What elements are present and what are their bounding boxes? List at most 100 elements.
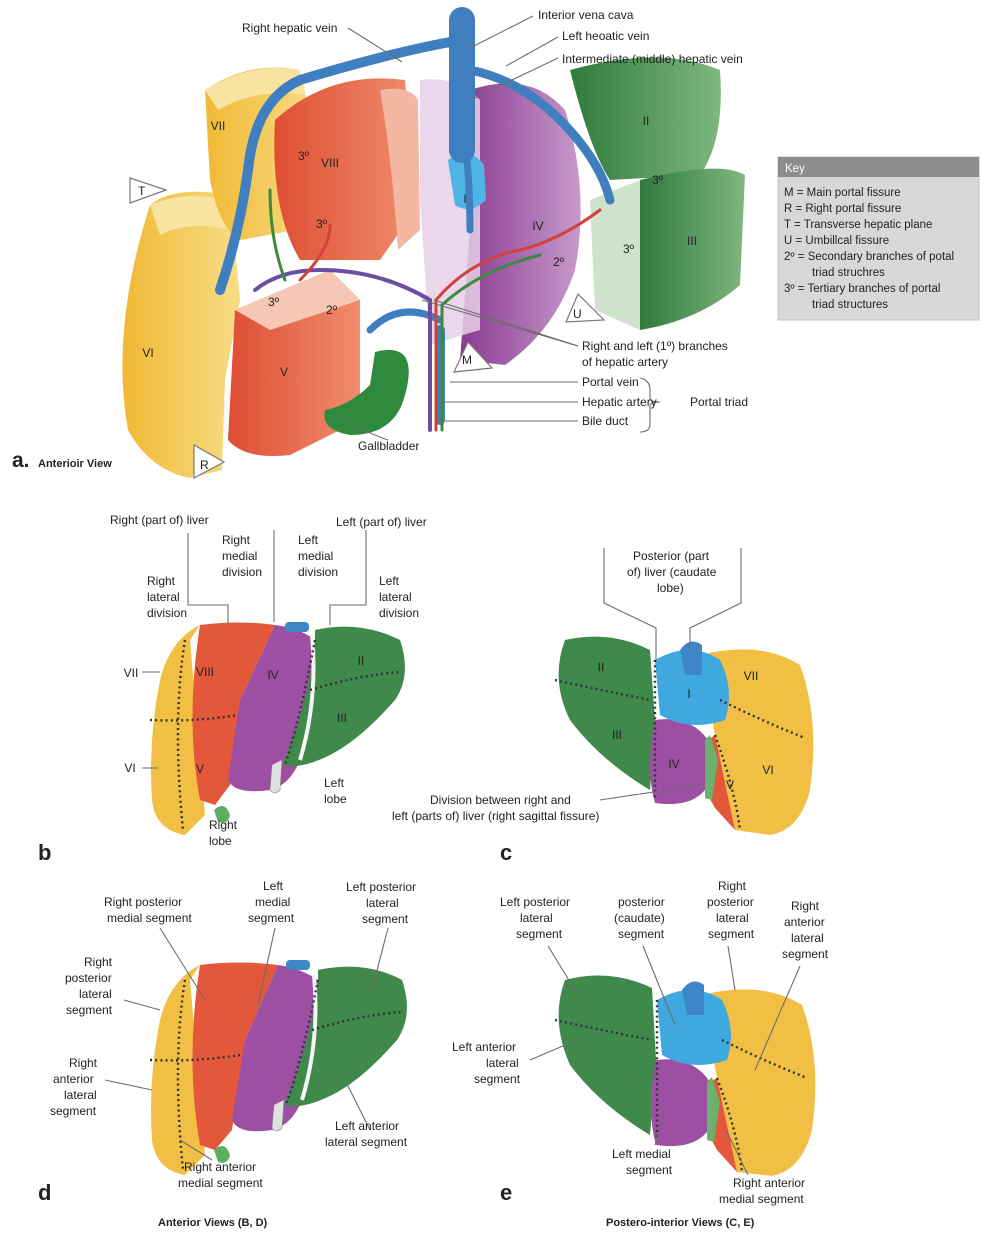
- label-bile-duct: Bile duct: [582, 414, 629, 428]
- b-seg-v: V: [196, 762, 204, 776]
- e-rams-2: medial segment: [719, 1192, 804, 1206]
- key-title: Key: [785, 163, 805, 175]
- e-pcs-3: segment: [618, 927, 665, 941]
- c-posterior-2: of) liver (caudate: [627, 565, 717, 579]
- key-line-5: 2º = Secondary branches of potal: [784, 251, 954, 263]
- a-mark-3-iii: 3º: [623, 242, 635, 256]
- d-rals-1: Right: [69, 1056, 98, 1070]
- e-lals-1: Left anterior: [452, 1040, 516, 1054]
- c-posterior-3: lobe): [657, 581, 684, 595]
- b-left-lateral-2: lateral: [379, 590, 412, 604]
- label-hepatic-artery: Hepatic artery: [582, 395, 657, 409]
- d-rals-2: anterior: [53, 1072, 94, 1086]
- d-rpms-1: Right posterior: [104, 895, 182, 909]
- b-left-medial-3: division: [298, 565, 338, 579]
- b-right-medial-3: division: [222, 565, 262, 579]
- a-seg-i: I: [463, 192, 466, 206]
- e-pcs-2: (caudate): [614, 911, 665, 925]
- d-lals-1: Left anterior: [335, 1119, 399, 1133]
- segment-vi-block: [122, 192, 240, 478]
- b-left-lateral-1: Left: [379, 574, 400, 588]
- e-lpls-1: Left posterior: [500, 895, 570, 909]
- panel-c: II III I VII IV VI V Posterior (part of)…: [392, 548, 813, 865]
- marker-r-label: R: [200, 458, 209, 472]
- d-rals-4: segment: [50, 1104, 97, 1118]
- c-posterior-1: Posterior (part: [633, 549, 710, 563]
- label-artery-branches-2: of hepatic artery: [582, 355, 668, 369]
- d-lpls-1: Left posterior: [346, 880, 416, 894]
- b-left-lobe-2: lobe: [324, 792, 347, 806]
- c-seg-vi: VI: [762, 763, 773, 777]
- d-lpls-2: lateral: [366, 896, 399, 910]
- c-seg-iii: III: [612, 728, 622, 742]
- panel-a: VII VIII I IV II III VI V 3º 3º 3º 2º 2º…: [12, 8, 748, 478]
- e-pcs-1: posterior: [618, 895, 665, 909]
- b-seg-vii: VII: [124, 666, 139, 680]
- a-mark-2-iv: 2º: [553, 255, 565, 269]
- d-rpls-2: posterior: [65, 971, 112, 985]
- b-left-medial-1: Left: [298, 533, 319, 547]
- e-rpls-1: Right: [718, 879, 747, 893]
- d-lals-2: lateral segment: [325, 1135, 408, 1149]
- b-seg-iii: III: [337, 711, 347, 725]
- b-right-lobe-2: lobe: [209, 834, 232, 848]
- d-rams-2: medial segment: [178, 1176, 263, 1190]
- c-division-2: left (parts of) liver (right sagittal fi…: [392, 809, 599, 823]
- panel-e-letter: e: [500, 1180, 512, 1205]
- c-seg-vii: VII: [744, 669, 759, 683]
- b-right-liver: Right (part of) liver: [110, 513, 209, 527]
- e-rpls-2: posterior: [707, 895, 754, 909]
- label-left-hepatic-vein: Left heoatic vein: [562, 29, 649, 43]
- key-line-8: triad structures: [812, 299, 888, 311]
- d-lms-1: Left: [263, 879, 284, 893]
- d-lpls-3: segment: [362, 912, 409, 926]
- e-lms-2: segment: [626, 1163, 673, 1177]
- key-line-6: triad struchres: [812, 267, 885, 279]
- label-inferior-vena-cava: Interior vena cava: [538, 8, 634, 22]
- e-lpls-3: segment: [516, 927, 563, 941]
- key-box: Key M = Main portal fissure R = Right po…: [778, 157, 979, 320]
- b-left-medial-2: medial: [298, 549, 333, 563]
- d-rpls-4: segment: [66, 1003, 113, 1017]
- a-mark-3-ii: 3º: [652, 173, 664, 187]
- label-portal-triad: Portal triad: [690, 395, 748, 409]
- c-seg-ii: II: [598, 660, 605, 674]
- b-right-lateral-2: lateral: [147, 590, 180, 604]
- c-seg-iv: IV: [668, 757, 679, 771]
- d-lms-2: medial: [255, 895, 290, 909]
- a-seg-vi: VI: [142, 346, 153, 360]
- panel-b-letter: b: [38, 840, 51, 865]
- caption-postero-views: Postero-interior Views (C, E): [606, 1217, 755, 1229]
- e-rals-3: lateral: [791, 931, 824, 945]
- b-left-liver: Left (part of) liver: [336, 515, 427, 529]
- a-mark-3-low: 3º: [268, 295, 280, 309]
- panel-d: Right posterior medial segment Left medi…: [38, 879, 416, 1205]
- d-rpls-3: lateral: [79, 987, 112, 1001]
- label-right-hepatic-vein: Right hepatic vein: [242, 21, 337, 35]
- e-green: [559, 976, 656, 1136]
- d-rals-3: lateral: [64, 1088, 97, 1102]
- a-seg-iv: IV: [532, 219, 543, 233]
- e-rals-4: segment: [782, 947, 829, 961]
- marker-u-label: U: [573, 307, 582, 321]
- key-line-7: 3º = Tertiary branches of portal: [784, 283, 940, 295]
- label-portal-vein: Portal vein: [582, 375, 639, 389]
- marker-t-label: T: [138, 184, 146, 198]
- e-rams-1: Right anterior: [733, 1176, 805, 1190]
- c-green: [559, 637, 655, 790]
- c-seg-v: V: [726, 778, 734, 792]
- label-middle-hepatic-vein: Intermediate (middle) hepatic vein: [562, 52, 743, 66]
- b-seg-ii: II: [358, 654, 365, 668]
- panel-d-letter: d: [38, 1180, 51, 1205]
- a-mark-2-low: 2º: [326, 303, 338, 317]
- e-rals-1: Right: [791, 899, 820, 913]
- c-seg-i: I: [687, 687, 690, 701]
- d-lms-3: segment: [248, 911, 295, 925]
- panel-c-letter: c: [500, 840, 512, 865]
- b-seg-vi: VI: [124, 761, 135, 775]
- b-seg-viii: VIII: [196, 665, 214, 679]
- panel-a-caption: Anterioir View: [38, 458, 112, 470]
- b-right-medial-1: Right: [222, 533, 251, 547]
- key-line-2: R = Right portal fissure: [784, 203, 901, 215]
